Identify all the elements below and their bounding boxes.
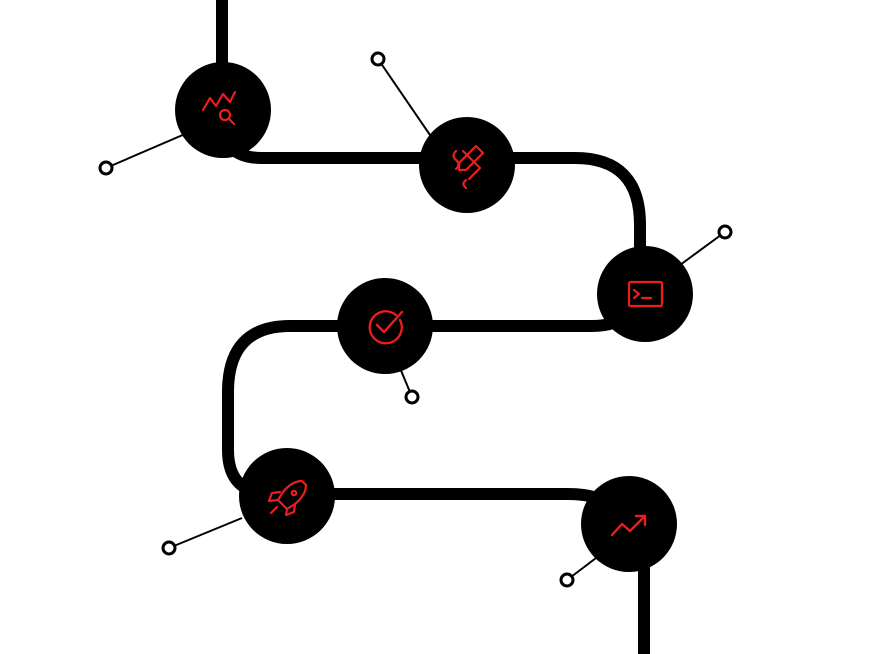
pencil-draw-icon [452, 144, 485, 190]
connector-test [399, 367, 420, 405]
connector-analysis [98, 133, 186, 176]
roadmap-path [216, 0, 650, 654]
terminal-icon [627, 280, 664, 308]
pin-design [370, 51, 386, 67]
connector-design [370, 51, 431, 136]
connector-growth [559, 554, 601, 588]
step-node-launch [239, 448, 335, 544]
pin-test [404, 389, 420, 405]
connector-develop [679, 224, 733, 266]
pin-launch [161, 540, 177, 556]
pin-growth [559, 572, 575, 588]
step-node-test [337, 278, 433, 374]
pin-develop [717, 224, 733, 240]
check-circle-icon [368, 310, 404, 345]
step-node-design [419, 117, 515, 213]
step-node-develop [597, 246, 693, 342]
step-node-analysis [175, 62, 271, 158]
step-node-growth [581, 476, 677, 572]
pin-analysis [98, 160, 114, 176]
connector-launch [161, 517, 243, 556]
trending-up-icon [610, 514, 647, 537]
chart-search-icon [201, 90, 237, 126]
rocket-icon [267, 479, 308, 517]
